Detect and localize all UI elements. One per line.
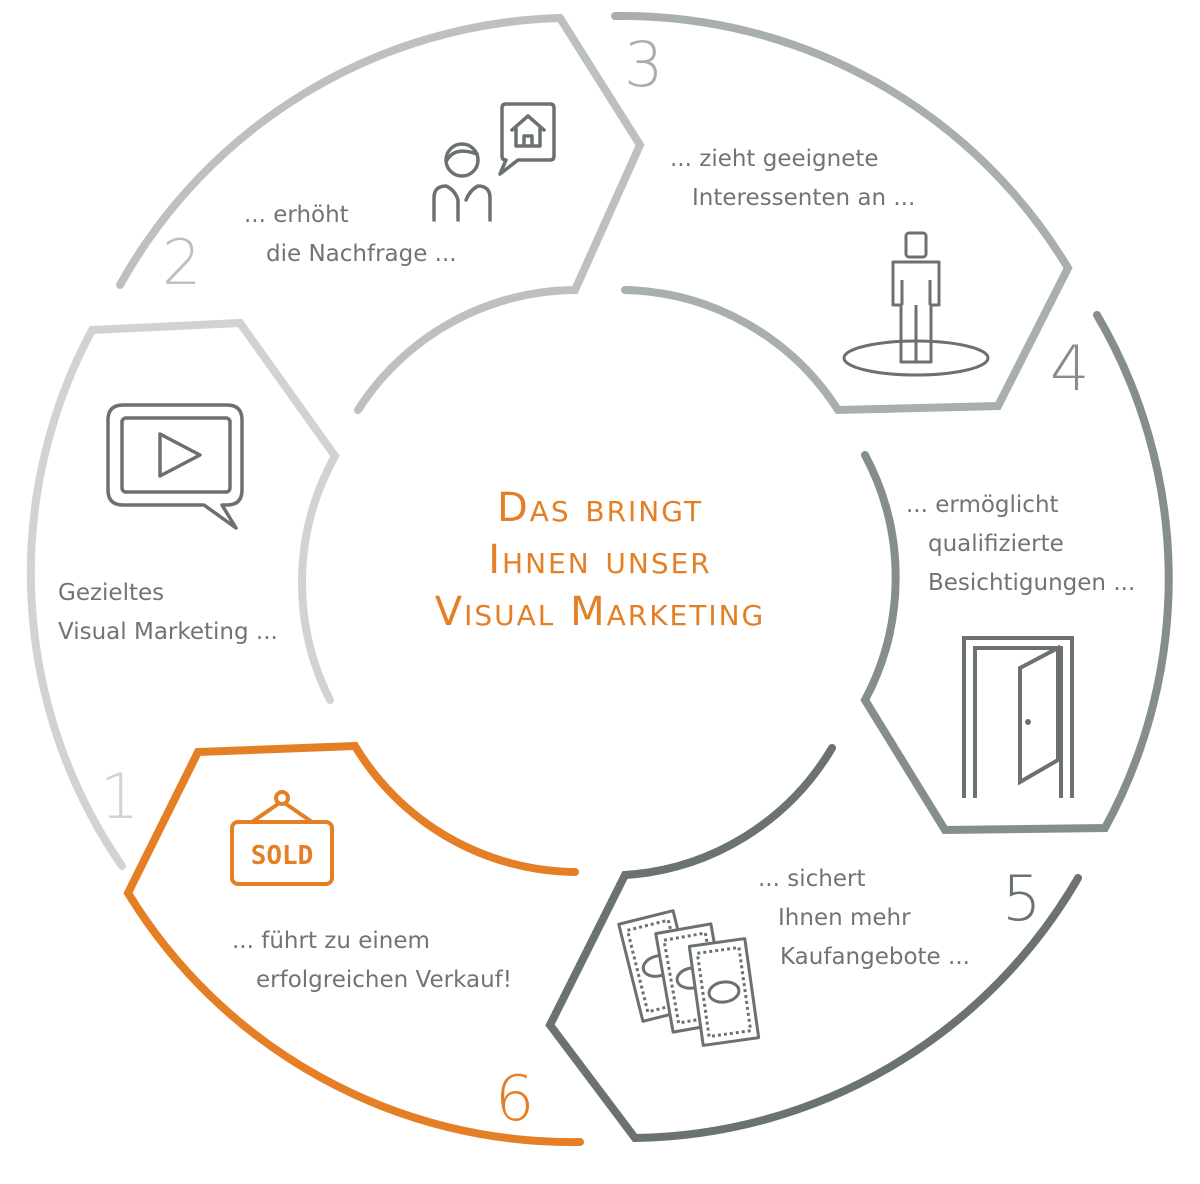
center-title-line: Das bringt [496, 485, 704, 531]
step-label-line: ... erhöht [244, 202, 349, 228]
step-number-2: 2 [162, 226, 202, 299]
center-title-line: Ihnen unser [488, 537, 712, 583]
step-label-line: ... ermöglicht [906, 492, 1059, 518]
segment-2 [116, 13, 645, 414]
segment-3 [611, 11, 1073, 415]
step-label-line: qualifizierte [928, 531, 1064, 557]
center-title: Das bringt Ihnen unser Visual Marketing [330, 482, 870, 638]
open-door-icon [962, 636, 1074, 798]
center-title-line: Visual Marketing [434, 589, 766, 635]
step-label-line: die Nachfrage ... [266, 241, 457, 267]
step-label-2: ... erhöht die Nachfrage ... [244, 196, 457, 274]
segment-6 [123, 741, 584, 1147]
step-label-3: ... zieht geeignete Interessenten an ... [670, 140, 915, 218]
video-play-icon [106, 403, 244, 530]
step-label-line: Besichtigungen ... [928, 570, 1136, 596]
step-number-3: 3 [624, 28, 664, 101]
step-label-1: Gezieltes Visual Marketing ... [58, 574, 278, 652]
step-number-6: 6 [495, 1062, 535, 1135]
banknotes-icon [617, 909, 761, 1047]
person-standing-icon [842, 231, 990, 377]
step-label-4: ... ermöglicht qualifizierte Besichtigun… [906, 486, 1135, 603]
step-label-6: ... führt zu einem erfolgreichen Verkauf… [232, 922, 512, 1000]
segment-4 [860, 311, 1173, 835]
step-label-line: ... zieht geeignete [670, 146, 879, 172]
segment-1 [26, 318, 340, 870]
step-label-line: ... sichert [758, 866, 866, 892]
step-label-line: erfolgreichen Verkauf! [256, 967, 512, 993]
step-label-line: Visual Marketing ... [58, 619, 278, 645]
step-label-line: Gezieltes [58, 580, 165, 606]
step-label-line: ... führt zu einem [232, 928, 430, 954]
step-label-line: Interessenten an ... [692, 185, 916, 211]
step-number-4: 4 [1050, 332, 1090, 405]
sold-sign-icon: SOLD [230, 790, 334, 886]
step-label-line: Ihnen mehr [778, 905, 911, 931]
person-house-bubble-icon [432, 102, 556, 222]
step-label-5: ... sichert Ihnen mehr Kaufangebote ... [758, 860, 970, 977]
sold-sign-text: SOLD [251, 841, 314, 871]
step-number-1: 1 [100, 760, 140, 833]
segment-5 [545, 744, 1082, 1143]
step-number-5: 5 [1002, 862, 1042, 935]
step-label-line: Kaufangebote ... [780, 944, 970, 970]
